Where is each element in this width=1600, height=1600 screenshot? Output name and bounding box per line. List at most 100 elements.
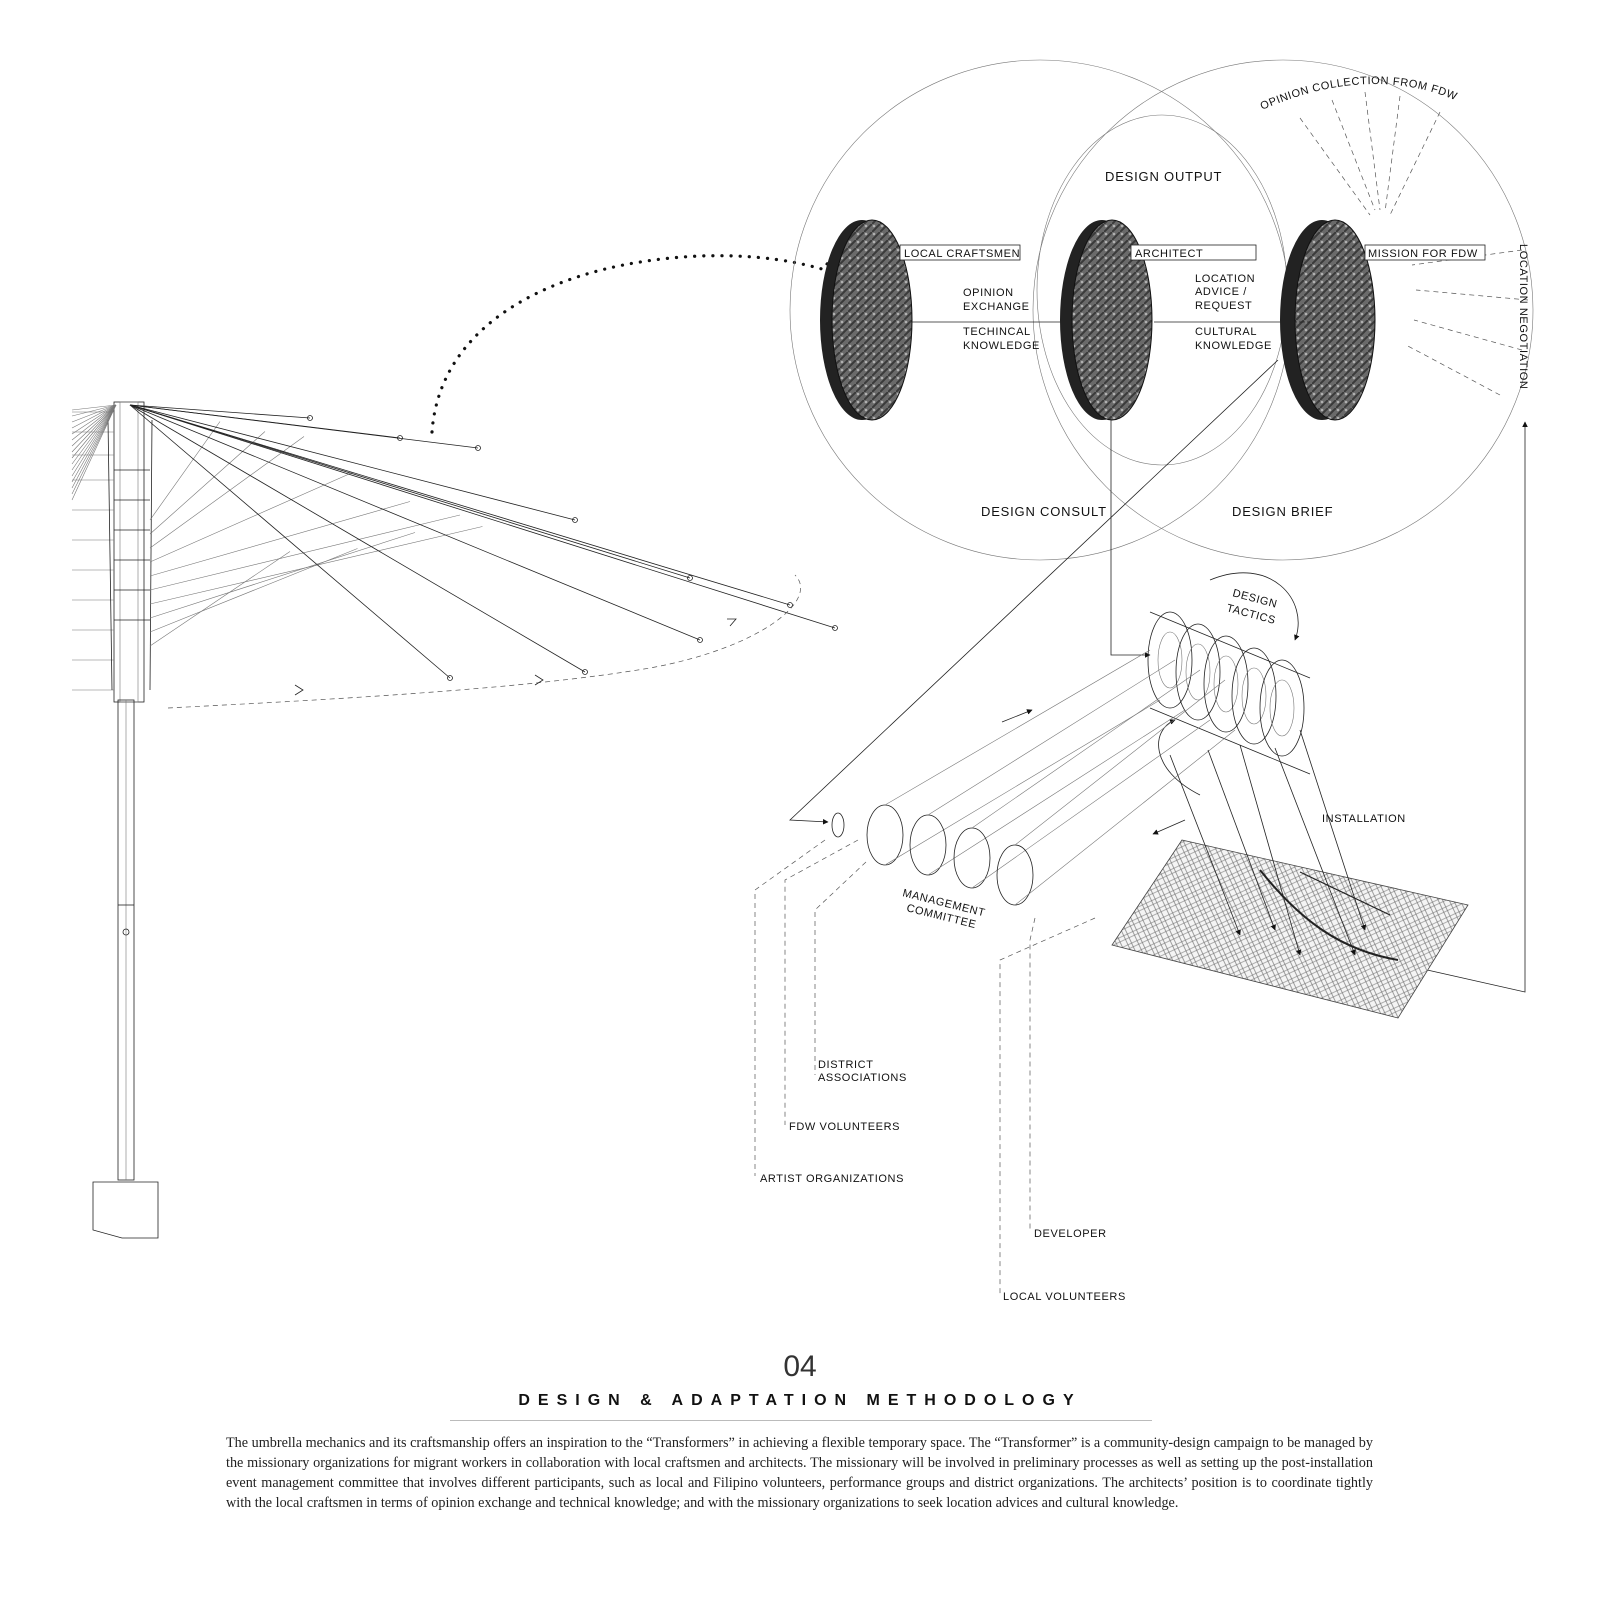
umbrella-top-fan bbox=[71, 404, 117, 411]
management-tube-edge bbox=[971, 719, 1211, 889]
umbrella-rib-brace bbox=[149, 501, 411, 577]
design-brief-label: DESIGN BRIEF bbox=[1232, 504, 1333, 519]
tactic-ring bbox=[1259, 659, 1305, 757]
umbrella-top-fan bbox=[71, 404, 117, 423]
local-volunteers-label: LOCAL VOLUNTEERS bbox=[1003, 1291, 1126, 1303]
tag-local-craftsmen: LOCAL CRAFTSMEN bbox=[899, 244, 1021, 261]
svg-text:ARCHITECT: ARCHITECT bbox=[1135, 248, 1203, 260]
svg-text:LOCAL CRAFTSMEN: LOCAL CRAFTSMEN bbox=[904, 248, 1020, 260]
umbrella-rib-tip bbox=[447, 675, 453, 681]
management-tube-edge bbox=[927, 709, 1186, 876]
artist-organizations-label: ARTIST ORGANIZATIONS bbox=[760, 1173, 904, 1185]
design-output-label: DESIGN OUTPUT bbox=[1105, 169, 1222, 184]
architect-mission-link-labels: LOCATION ADVICE / REQUEST CULTURAL KNOWL… bbox=[1195, 273, 1271, 352]
management-tube-edge bbox=[1014, 729, 1236, 906]
section-number: 04 bbox=[783, 1350, 817, 1383]
portrait-architect bbox=[1060, 219, 1153, 421]
tactic-ring bbox=[1203, 635, 1249, 733]
umbrella-rib bbox=[129, 404, 691, 579]
svg-text:EXCHANGE: EXCHANGE bbox=[963, 301, 1030, 313]
umbrella-top-fan bbox=[71, 404, 117, 483]
umbrella-top-fan bbox=[71, 404, 117, 435]
tactic-ring-inner bbox=[1213, 655, 1239, 713]
umbrella-rib bbox=[129, 404, 451, 679]
developer-label: DEVELOPER bbox=[1034, 1228, 1107, 1240]
umbrella-top-fan bbox=[71, 404, 117, 429]
umbrella-rib bbox=[129, 404, 791, 606]
management-tubes bbox=[866, 649, 1236, 906]
location-negotiation-label: LOCATION NEGOTIATION bbox=[1517, 244, 1529, 389]
management-tube-edge bbox=[971, 669, 1201, 829]
umbrella-top-fan bbox=[71, 404, 117, 471]
umbrella-rib-brace bbox=[149, 436, 305, 549]
umbrella-rib bbox=[129, 404, 586, 673]
umbrella-rib-tip bbox=[697, 637, 703, 643]
tag-architect: ARCHITECT bbox=[1130, 244, 1257, 261]
craftsmen-architect-link-labels: OPINION EXCHANGE TECHINCAL KNOWLEDGE bbox=[963, 287, 1040, 352]
umbrella-top-fan bbox=[71, 404, 117, 465]
svg-text:OPINION: OPINION bbox=[963, 287, 1014, 299]
management-tube-end bbox=[909, 814, 947, 876]
dotted-link-arrow bbox=[430, 254, 834, 434]
site-map bbox=[1111, 839, 1469, 1019]
umbrella-top-fan bbox=[71, 404, 117, 447]
umbrella-top-fan bbox=[71, 404, 117, 459]
umbrella-rib-tip bbox=[475, 445, 481, 451]
venn-diagram: DESIGN OUTPUT DESIGN CONSULT DESIGN BRIE… bbox=[789, 59, 1534, 561]
svg-text:REQUEST: REQUEST bbox=[1195, 300, 1252, 312]
management-tube-edge bbox=[927, 659, 1176, 816]
participant-leaders bbox=[754, 839, 1096, 1295]
installation-arrows bbox=[1169, 729, 1367, 956]
section-title: DESIGN & ADAPTATION METHODOLOGY bbox=[518, 1392, 1082, 1409]
umbrella-top-fan bbox=[71, 404, 117, 495]
management-tube-end bbox=[866, 804, 904, 866]
tactic-ring-inner bbox=[1241, 667, 1267, 725]
architect-to-tactics-arrow bbox=[1110, 420, 1151, 658]
umbrella-rib-brace bbox=[149, 421, 221, 521]
umbrella-stretchers bbox=[72, 411, 153, 691]
fdw-volunteers-label: FDW VOLUNTEERS bbox=[789, 1121, 900, 1133]
design-consult-label: DESIGN CONSULT bbox=[981, 504, 1107, 519]
svg-text:LOCATION: LOCATION bbox=[1195, 273, 1255, 285]
umbrella-rib-tip bbox=[582, 669, 588, 675]
umbrella-top-fan bbox=[71, 404, 117, 417]
management-tube-edge bbox=[884, 649, 1151, 806]
tactic-ring bbox=[1147, 611, 1193, 709]
umbrella-rib bbox=[129, 404, 836, 629]
umbrella-rib-tip bbox=[832, 625, 838, 631]
umbrella-rib-tip bbox=[307, 415, 313, 421]
umbrella-rib-tip bbox=[687, 575, 693, 581]
portrait-mission-for-fdw bbox=[1280, 219, 1376, 421]
svg-text:MISSION FOR FDW: MISSION FOR FDW bbox=[1368, 248, 1478, 260]
umbrella-rib-brace bbox=[149, 551, 291, 647]
svg-text:ADVICE /: ADVICE / bbox=[1195, 286, 1247, 298]
umbrella-rib-tip bbox=[572, 517, 578, 523]
tactic-ring-edge bbox=[1149, 611, 1311, 679]
tactic-ring-inner bbox=[1157, 631, 1183, 689]
district-associations-label-1: DISTRICT bbox=[818, 1059, 874, 1071]
svg-text:CULTURAL: CULTURAL bbox=[1195, 326, 1257, 338]
umbrella-drawing bbox=[71, 401, 838, 1239]
umbrella-rib bbox=[129, 404, 479, 449]
design-brief-circle bbox=[1032, 59, 1534, 561]
management-tube-end bbox=[996, 844, 1034, 906]
location-negotiation-arrow bbox=[1404, 421, 1528, 993]
section-description: The umbrella mechanics and its craftsman… bbox=[226, 1435, 1373, 1511]
umbrella-ribs bbox=[71, 404, 838, 681]
umbrella-rib bbox=[129, 404, 311, 419]
tag-mission-for-fdw: MISSION FOR FDW bbox=[1364, 244, 1486, 261]
management-tube-edge bbox=[1014, 679, 1226, 846]
tactic-ring bbox=[1175, 623, 1221, 721]
design-tactics-process: DESIGN TACTICS INSTALLATION MANAGEMENT C… bbox=[754, 359, 1528, 1303]
portrait-local-craftsmen bbox=[820, 219, 913, 421]
umbrella-rib-tip bbox=[787, 602, 793, 608]
mission-to-cycle-line bbox=[789, 359, 1279, 825]
svg-text:KNOWLEDGE: KNOWLEDGE bbox=[963, 340, 1040, 352]
umbrella-motion-path bbox=[167, 574, 801, 709]
umbrella-rib-brace bbox=[149, 548, 358, 633]
tactic-ring-edge bbox=[1149, 707, 1311, 775]
tactic-ring-inner bbox=[1185, 643, 1211, 701]
district-associations-label-2: ASSOCIATIONS bbox=[818, 1072, 907, 1084]
umbrella-rib-brace bbox=[149, 514, 461, 591]
umbrella-rib-brace bbox=[149, 532, 416, 619]
